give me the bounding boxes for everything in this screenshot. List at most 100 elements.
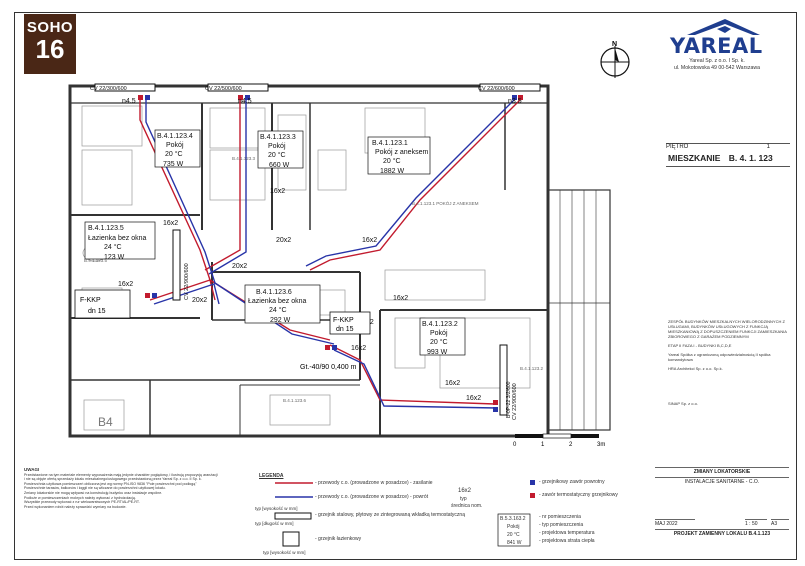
svg-text:292 W: 292 W	[270, 317, 291, 324]
scale-tick-3: 3m	[597, 442, 605, 448]
kkp-2: F-KKP dn 15	[329, 311, 371, 335]
pipe-label-2: 16x2	[270, 188, 285, 195]
return-pipes	[145, 99, 515, 409]
date: MAJ 2022	[655, 519, 695, 527]
svg-text:Pokój: Pokój	[430, 330, 448, 337]
room-label-4: B.4.1.123.5 Łazienka bez okna 24 °C 123 …	[84, 221, 156, 261]
legend-item-room-no: - nr pomieszczenia	[539, 514, 581, 520]
radiator-5	[499, 344, 508, 416]
riser-label: Gt.-40/90 0,400 m	[300, 364, 357, 371]
badge-line1: SOHO	[26, 19, 74, 36]
pipe-label-4: 16x2	[362, 237, 377, 244]
radiator-label-4: CV 22/900/600	[184, 263, 190, 300]
svg-text:Pokój z aneksem: Pokój z aneksem	[375, 149, 428, 156]
logo-company-line2: ul. Mokotowska 49 00-542 Warszawa	[673, 65, 761, 71]
radiator-label-1: CV 22/300/600	[90, 86, 127, 92]
room-label-6: B.4.1.123.2 Pokój 20 °C 993 W	[419, 317, 466, 356]
svg-text:993 W: 993 W	[427, 349, 448, 356]
pipe-label-7: 20x2	[192, 297, 207, 304]
vertical-label: B-0P-22 3/2/600	[506, 381, 512, 418]
svg-text:B.4.1.123.1: B.4.1.123.1	[372, 140, 408, 147]
kkp-1-sub: dn 15	[88, 308, 106, 315]
stage: ETAP II FAZA I - BUDYNKI B,C,D,E	[668, 343, 732, 348]
radiator-label-2: CV 22/500/600	[205, 86, 242, 92]
floor-tag-2: B.4.1.123.3	[232, 156, 256, 161]
legend-item-room-type: - typ pomieszczenia	[539, 522, 584, 528]
legend: LEGENDA - przewody c.o. (prowadzone w po…	[255, 470, 660, 560]
tap-1: n4.5	[122, 98, 136, 105]
radiator-1	[94, 83, 156, 92]
floor-tag-3: B.4.1.123.1 POKÓJ Z ANEKSEM	[412, 200, 479, 206]
format: A3	[771, 519, 789, 527]
note-line: Powierzchnie tarasów, balkonów i loggii …	[24, 486, 166, 491]
kkp-2-sub: dn 15	[336, 326, 354, 333]
scale-tick-2: 2	[569, 442, 573, 448]
logo-company-line1: Yareal Sp. z o.o. I Sp. k.	[689, 58, 745, 64]
pipe-label-11: 16x2	[466, 395, 481, 402]
svg-text:B.4.1.123.2: B.4.1.123.2	[422, 321, 458, 328]
legend-item-thermo-valve: - zawór termostatyczny grzejnikowy	[539, 492, 618, 498]
logo-name: YAREAL	[670, 34, 763, 58]
svg-text:B.4.1.123.3: B.4.1.123.3	[260, 134, 296, 141]
legend-room-name: Pokój	[507, 524, 520, 530]
pipe-label-8: 16x2	[393, 295, 408, 302]
kkp-1: F-KKP dn 15	[74, 289, 131, 319]
title-block-top: PIĘTRO 1 MIESZKANIE B. 4. 1. 123 ZESPÓŁ …	[666, 143, 790, 408]
legend-item-bath-radiator: - grzejnik łazienkowy	[315, 536, 362, 542]
room-label-5: B.4.1.123.6 Łazienka bez okna 24 °C 292 …	[244, 284, 321, 324]
legend-room-temp: 20 °C	[507, 532, 520, 538]
radiator-2	[207, 83, 269, 92]
legend-sample-height: typ [wysokość w mm]	[263, 550, 306, 555]
svg-text:24 °C: 24 °C	[104, 243, 122, 251]
legend-title: LEGENDA	[259, 473, 284, 479]
svg-text:660 W: 660 W	[269, 162, 290, 169]
architect: HRA Architekci Sp. z o.o. Sp.k.	[668, 366, 723, 371]
pipe-label-6: 20x2	[232, 263, 247, 270]
notes-header: UWAGI	[24, 468, 40, 472]
pipe-label-10: 16x2	[445, 380, 460, 387]
note-line: Powierzchnia użytkowa pomieszczeń oblicz…	[24, 481, 197, 486]
project-desc: ZESPÓŁ BUDYNKÓW MIESZKALNYCH WIELORODZIN…	[668, 319, 787, 339]
furniture	[81, 105, 531, 431]
notes-panel: UWAGI Przedstawione na tym materiale ele…	[24, 468, 252, 558]
apartment-row: MIESZKANIE B. 4. 1. 123	[666, 150, 790, 167]
svg-text:20 °C: 20 °C	[268, 151, 286, 159]
apartment-value: B. 4. 1. 123	[728, 153, 773, 163]
legend-item-radiator: - grzejnik stalowy, płytowy ze zintegrow…	[315, 512, 465, 518]
legend-pipe-dn: średnica nom.	[451, 503, 483, 509]
note-line: Przedstawione na tym materiale elementy …	[24, 472, 218, 477]
legend-sample-length: typ [długość w mm]	[255, 521, 294, 526]
pipe-label-3: 16x2	[118, 281, 133, 288]
legend-item-heatloss: - projektowa strata ciepła	[539, 538, 595, 544]
pipe-label-9: 16x2	[351, 345, 366, 352]
svg-text:20 °C: 20 °C	[430, 338, 448, 346]
yareal-logo-icon	[687, 19, 760, 35]
svg-text:1882 W: 1882 W	[380, 168, 405, 175]
pipe-label-5: 20x2	[276, 237, 291, 244]
floor-tag-5: B.4.1.123.6	[283, 398, 307, 403]
svg-text:20 °C: 20 °C	[165, 150, 183, 158]
legend-item-supply: - przewody c.o. (prowadzone w posadzce) …	[315, 480, 433, 486]
floor-value: 1	[766, 144, 770, 150]
svg-text:Pokój: Pokój	[268, 143, 286, 150]
walls	[68, 84, 611, 438]
legend-item-return-valve: - grzejnikowy zawór powrotny	[539, 479, 605, 485]
tap-2: n4.5	[238, 98, 252, 105]
drawing-title: PROJEKT ZAMIENNY LOKALU B.4.1.123	[655, 529, 789, 537]
room-label-1: B.4.1.123.4 Pokój 20 °C 735 W	[154, 129, 201, 168]
valves	[138, 95, 523, 405]
svg-text:Łazienka bez okna: Łazienka bez okna	[248, 298, 306, 305]
legend-item-temp: - projektowa temperatura	[539, 530, 595, 536]
logo-company: Yareal Sp. z o.o. I Sp. k. ul. Mokotowsk…	[647, 58, 787, 72]
legend-item-return: - przewody c.o. (prowadzone w posadzce) …	[315, 494, 429, 500]
scale-bar: 0 1 2 3m	[513, 433, 605, 448]
note-line: Wszystkie przewody wykonać z rur wielowa…	[24, 500, 140, 505]
apartment-label: MIESZKANIE	[668, 153, 721, 163]
svg-text:735 W: 735 W	[163, 161, 184, 168]
svg-text:123 W: 123 W	[104, 254, 125, 261]
floor-label: PIĘTRO	[666, 144, 689, 150]
change-title: ZMIANY LOKATORSKIE	[655, 467, 789, 475]
branch: INSTALACJE SANITARNE - C.O.	[655, 477, 789, 485]
north-label: N	[612, 41, 617, 48]
